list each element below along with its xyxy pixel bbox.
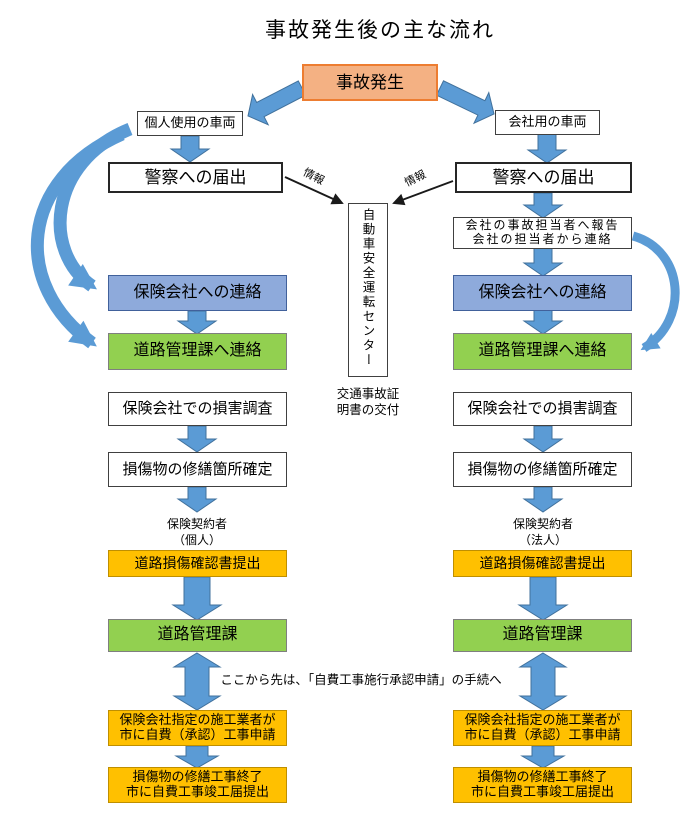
node-accident-start: 事故発生 xyxy=(302,64,438,101)
node-finish-right: 損傷物の修繕工事終了 市に自費工事竣工届提出 xyxy=(453,767,632,803)
node-finish-left: 損傷物の修繕工事終了 市に自費工事竣工届提出 xyxy=(108,767,287,803)
company-report-line2: 会社の担当者から連絡 xyxy=(472,232,613,246)
node-damage-survey-left: 保険会社での損害調査 xyxy=(108,392,287,426)
curved-arrow-personal-to-insurance xyxy=(53,122,133,292)
apply-left-line2: 市に自費（承認）工事申請 xyxy=(119,727,276,742)
finish-left-line1: 損傷物の修繕工事終了 xyxy=(132,769,263,785)
arrow-company-to-police xyxy=(526,132,568,164)
arrow-start-to-company xyxy=(435,80,495,125)
node-insurance-contact-left: 保険会社への連絡 xyxy=(108,275,287,311)
node-road-contact-right: 道路管理課へ連絡 xyxy=(453,333,632,370)
arrow-r-apply-to-finish xyxy=(520,745,566,769)
node-damage-survey-right: 保険会社での損害調査 xyxy=(453,392,632,426)
arrow-r-survey-to-repair xyxy=(522,425,564,453)
policyholder-right-line2: （法人） xyxy=(518,532,567,547)
arrow-l-report-to-division xyxy=(171,576,223,621)
caption-line2: 明書の交付 xyxy=(336,403,400,418)
apply-right-line2: 市に自費（承認）工事申請 xyxy=(464,727,621,742)
node-apply-left: 保険会社指定の施工業者が 市に自費（承認）工事申請 xyxy=(108,710,287,746)
node-repair-points-right: 損傷物の修繕箇所確定 xyxy=(453,452,632,487)
arrow-r-report-to-division xyxy=(517,576,569,621)
arrow-start-to-personal xyxy=(247,80,307,126)
arrow-r-division-apply-bidirectional xyxy=(518,652,568,711)
node-personal-vehicle: 個人使用の車両 xyxy=(137,111,243,136)
arrow-l-survey-to-repair xyxy=(176,425,218,453)
policyholder-left-line2: （個人） xyxy=(172,532,221,547)
node-apply-right: 保険会社指定の施工業者が 市に自費（承認）工事申請 xyxy=(453,710,632,746)
arrow-r-report-to-insurance xyxy=(522,247,564,277)
arrow-l-repair-to-policyholder xyxy=(176,486,218,513)
page-title: 事故発生後の主な流れ xyxy=(265,19,495,42)
node-safety-driving-center: 自動車安全運転センター xyxy=(348,203,388,377)
curved-arrow-report-to-road xyxy=(631,231,680,352)
safety-center-label: 自動車安全運転センター xyxy=(360,208,375,368)
company-report-line1: 会社の事故担当者へ報告 xyxy=(465,218,620,233)
arrow-l-apply-to-finish xyxy=(174,745,220,769)
apply-right-line1: 保険会社指定の施工業者が xyxy=(464,712,621,728)
node-company-report: 会社の事故担当者へ報告 会社の担当者から連絡 xyxy=(453,217,632,249)
node-damage-report-right: 道路損傷確認書提出 xyxy=(453,550,632,577)
procedure-note: ここから先は、「自費工事施行承認申請」の手続へ xyxy=(220,673,502,687)
node-insurance-contact-right: 保険会社への連絡 xyxy=(453,275,632,311)
finish-right-line2: 市に自費工事竣工届提出 xyxy=(470,784,614,799)
arrow-r-insurance-to-road xyxy=(522,309,564,335)
node-road-division-left: 道路管理課 xyxy=(108,619,287,652)
finish-left-line2: 市に自費工事竣工届提出 xyxy=(125,784,269,799)
info-label-right: 情報 xyxy=(402,168,428,190)
caption-line1: 交通事故証 xyxy=(336,387,400,401)
node-road-contact-left: 道路管理課へ連絡 xyxy=(108,333,287,370)
finish-right-line1: 損傷物の修繕工事終了 xyxy=(477,769,608,785)
info-label-left: 情報 xyxy=(301,166,327,188)
node-company-vehicle: 会社用の車両 xyxy=(495,110,600,135)
apply-left-line1: 保険会社指定の施工業者が xyxy=(119,712,276,728)
arrow-personal-to-police xyxy=(169,135,211,163)
policyholder-right-line1: 保険契約者 xyxy=(512,517,573,531)
node-repair-points-left: 損傷物の修繕箇所確定 xyxy=(108,452,287,487)
arrow-l-insurance-to-road xyxy=(176,310,218,335)
caption-accident-certificate: 交通事故証 明書の交付 xyxy=(318,386,418,419)
node-police-left: 警察への届出 xyxy=(108,162,283,193)
policyholder-left-line1: 保険契約者 xyxy=(166,517,227,531)
node-road-division-right: 道路管理課 xyxy=(453,619,632,652)
info-arrow-right xyxy=(392,180,454,206)
node-police-right: 警察への届出 xyxy=(455,162,632,193)
arrow-r-repair-to-policyholder xyxy=(522,486,564,513)
node-damage-report-left: 道路損傷確認書提出 xyxy=(108,550,287,577)
label-policyholder-left: 保険契約者 （個人） xyxy=(147,517,247,548)
label-policyholder-right: 保険契約者 （法人） xyxy=(493,517,593,548)
arrow-r-police-to-report xyxy=(522,192,564,219)
